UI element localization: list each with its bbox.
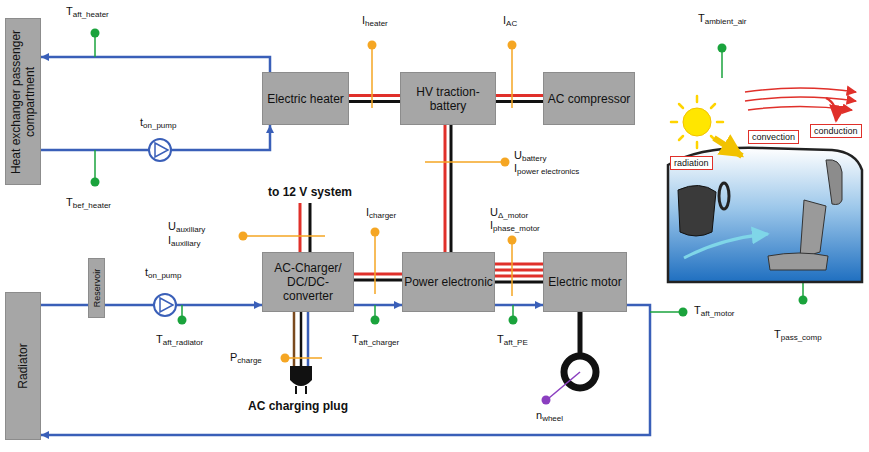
wire-line: [354, 279, 402, 282]
signal-name: ton_pump: [145, 266, 181, 279]
coolant-pipe: [41, 57, 270, 72]
wire-line: [496, 94, 543, 97]
hv-wire: [349, 96, 400, 102]
pipe-line: [41, 304, 88, 307]
signal-name: Tpass_comp: [774, 328, 822, 341]
box-text: convection: [752, 132, 795, 143]
signal-name: Iphase_motor: [490, 219, 540, 232]
charger-box: AC-Charger/ DC/DC-converter: [262, 252, 354, 312]
signal-name: Pcharge: [230, 351, 262, 364]
pipe-line: [495, 304, 543, 307]
reservoir-box: Reservoir: [88, 258, 105, 318]
power-electronic-box: Power electronic: [402, 252, 495, 312]
wire-line: [495, 269, 543, 272]
coolant-pipe: [495, 305, 543, 306]
box-text: radiation: [674, 158, 709, 169]
signal-name: Taft_PE: [497, 333, 528, 346]
pipe-line: [41, 57, 270, 72]
signal-name: Taft_radiator: [156, 333, 203, 346]
wire-line: [495, 281, 543, 284]
signal-name: Ipower electronics: [514, 162, 579, 175]
sensor-leads: [91, 29, 808, 405]
heat-exchanger-box: Heat exchanger passenger compartment: [5, 18, 41, 185]
box-text: Electric heater: [267, 92, 344, 106]
signal-name: Iauxiliary: [168, 234, 200, 247]
coolant-pipe: [41, 305, 88, 306]
coolant-pipe: [41, 305, 650, 435]
box-text: Electric motor: [548, 275, 621, 289]
coolant-pipe: [354, 305, 402, 306]
wheel: [564, 312, 596, 388]
signal-name: ton_pump: [140, 116, 176, 129]
wire-line: [495, 263, 543, 266]
motor-box: Electric motor: [543, 252, 627, 312]
wire-line: [495, 275, 543, 278]
pump-symbol: [149, 139, 171, 161]
car-interior: [668, 148, 862, 282]
signal-name: nwheel: [536, 409, 563, 422]
signal-name: Iheater: [362, 14, 388, 27]
compressor-box: AC compressor: [543, 72, 635, 125]
wire-line: [444, 125, 447, 252]
wire-line: [349, 100, 400, 103]
signal-name: Icharger: [366, 206, 396, 219]
signal-name: Taft_charger: [352, 333, 399, 346]
wire-line: [450, 125, 453, 252]
box-text: HV traction-battery: [401, 85, 495, 113]
wire-line: [349, 94, 400, 97]
hv-wire: [445, 125, 451, 252]
signal-name: UΔ_motor: [490, 206, 528, 219]
signal-name: IAC: [503, 14, 517, 27]
box-text: Heat exchanger passenger compartment: [9, 21, 37, 182]
signal-name: Uauxiliary: [168, 220, 205, 233]
pump-symbol: [154, 294, 176, 316]
hv-wire: [495, 264, 543, 282]
pipe-line: [105, 304, 262, 307]
effect-tag: radiation: [670, 156, 713, 170]
radiator-box: Radiator: [5, 292, 41, 440]
wire-line: [354, 273, 402, 276]
effect-tag: convection: [748, 130, 799, 144]
signal-name: Tbef_heater: [66, 196, 111, 209]
charging-plug: [290, 312, 312, 394]
battery-box: HV traction-battery: [400, 72, 496, 125]
hv-wire: [354, 274, 402, 280]
box-text: Radiator: [16, 295, 30, 437]
pipe-line: [41, 305, 650, 435]
signal-name: Tambient_air: [698, 12, 747, 25]
coolant-pipe: [105, 305, 262, 306]
box-text: conduction: [814, 126, 858, 137]
heat-arrows: [714, 88, 856, 156]
heater-box: Electric heater: [262, 72, 349, 125]
wire-12v: [300, 203, 310, 252]
box-text: AC compressor: [548, 92, 631, 106]
signal-name: Ubattery: [514, 149, 546, 162]
effect-tag: conduction: [810, 124, 862, 138]
note-label: to 12 V system: [268, 186, 352, 199]
signal-name: Taft_heater: [66, 5, 109, 18]
pipe-line: [354, 304, 402, 307]
note-label: AC charging plug: [248, 400, 348, 413]
wire-line: [496, 100, 543, 103]
box-text: Reservoir: [91, 261, 102, 315]
box-text: Power electronic: [404, 275, 493, 289]
box-text: AC-Charger/ DC/DC-converter: [263, 261, 353, 303]
signal-name: Taft_motor: [694, 304, 735, 317]
hv-wire: [496, 96, 543, 102]
